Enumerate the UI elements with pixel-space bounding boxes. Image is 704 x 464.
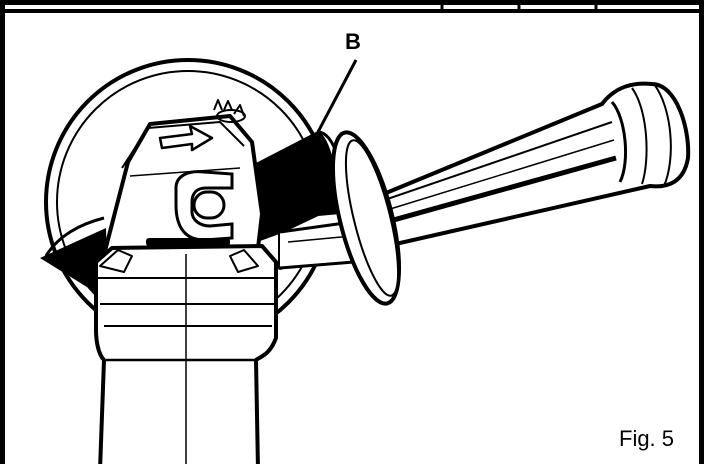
callout-label-b: B [345,29,361,54]
figure-caption: Fig. 5 [619,426,675,451]
hand-guard-disc [330,130,402,306]
arrow-icon [158,124,214,152]
motor-housing [94,244,278,464]
guard-shadow-wedge [40,228,108,300]
vent-slot [146,238,230,246]
callout-leader [316,59,358,133]
spindle-lock-button [174,170,234,242]
